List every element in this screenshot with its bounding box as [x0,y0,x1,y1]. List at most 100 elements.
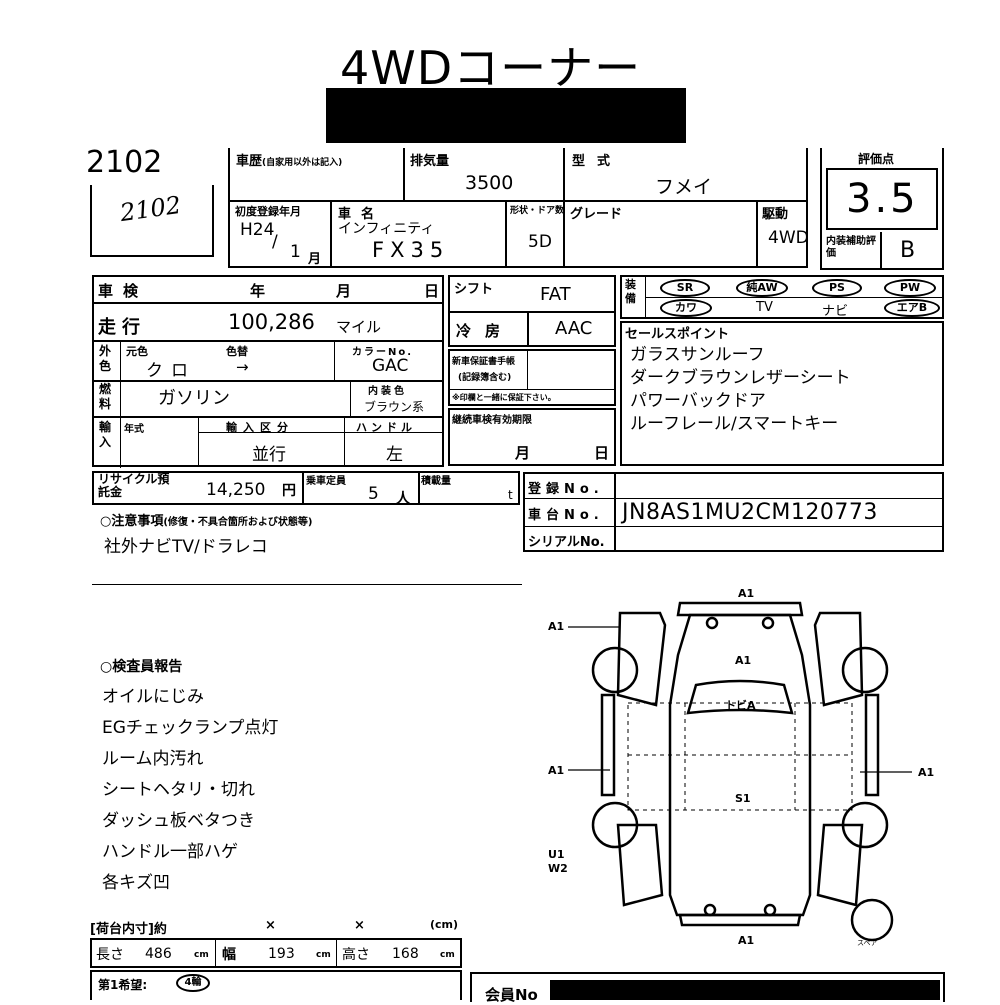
grade-label: グレード [570,207,623,222]
capacity-unit: 人 [396,491,410,507]
warranty-note: ※印欄と一緒に保証下さい。 [452,393,556,402]
capacity-value: 5 [368,484,379,504]
left-fender [616,611,667,707]
warranty-box [448,349,616,406]
inspector-item-1: オイルにじみ [102,687,204,707]
width-value: 193 [268,946,295,962]
left-block [92,275,444,467]
headlight-right [761,616,775,630]
member-label: 会員No [485,986,538,1004]
damage-roof: S1 [735,792,751,805]
sales-point-1: ガラスサンルーフ [630,345,765,365]
score-label: 評価点 [858,152,895,166]
header-frame [228,148,808,268]
wheel-rear-right [841,801,889,849]
damage-hood: A1 [735,654,752,667]
equip-navi: ナビ [822,304,849,319]
equipment-label: 装備 [625,278,636,305]
front-bumper [676,601,804,617]
recycle-value: 14,250 [206,480,266,500]
import-type-label: 輸入区分 [226,421,294,434]
first-choice-label: 第1希望: [98,978,148,992]
fuel-section: 燃料 [99,382,112,411]
roof-dash [627,702,853,811]
damage-rear-left-1: U1 [548,848,565,861]
damage-left-side: A1 [548,764,565,777]
drive-value: 4WD [768,228,809,248]
taillight-left [703,903,717,917]
score-box [820,148,944,270]
model-label: 型式 [572,154,623,169]
load-label: 積載量 [421,476,451,487]
right-fender [813,611,864,707]
fuel-value: ガソリン [158,388,230,409]
cargo-cm: (cm) [430,918,459,931]
ac-label: 冷房 [456,322,515,340]
expiry-box [448,408,616,466]
inspector-label: ○検査員報告 [100,659,183,675]
model-value: フメイ [655,176,713,198]
width-unit: cm [316,950,331,960]
first-reg-month-unit: 月 [308,252,322,267]
recycle-row [92,471,520,505]
color-no: GAC [372,356,409,376]
recycle-unit: 円 [282,483,296,499]
sales-point-4: ルーフレール/スマートキー [630,414,839,434]
import-section: 輸入 [99,420,112,449]
inspection-day: 日 [424,282,440,300]
expiry-label: 継続車検有効期限 [452,415,532,426]
equip-ps: PS [812,279,862,297]
height-unit: cm [440,950,455,960]
cargo-x2: × [354,918,365,933]
left-side-panel [600,693,616,797]
exterior-section: 外色 [99,344,112,373]
displacement-label: 排気量 [410,154,450,169]
car-body [668,613,812,917]
rear-bumper [678,913,802,927]
caution-label: ○注意事項(修復・不具合箇所および状態等) [100,514,313,529]
damage-right-side: A1 [918,766,935,779]
capacity-label: 乗車定員 [306,476,346,487]
redacted-seller [326,88,686,143]
inspector-item-2: EGチェックランプ点灯 [102,718,279,738]
headlight-left [705,616,719,630]
length-unit: cm [194,950,209,960]
damage-left-front: A1 [548,620,565,633]
length-label: 長さ [96,947,124,963]
chassis-label: 車台No. [528,508,604,523]
wheel-front-left [591,646,639,694]
spare-wheel [850,898,894,942]
inspection-month: 月 [336,282,352,300]
sales-point-3: パワーバックドア [630,391,766,411]
taillight-right [763,903,777,917]
inspector-item-7: 各キズ凹 [102,873,170,893]
first-reg-slash: / [272,232,278,252]
interior-label: 内装補助評価 [826,236,876,259]
load-unit: t [508,488,513,502]
inspection-label: 車検 [98,282,149,300]
cargo-x1: × [265,918,276,933]
warranty-sub: (記録簿含む) [458,373,512,383]
displacement-value: 3500 [465,172,514,194]
color-arrow: → [236,358,249,376]
damage-windshield: トビA [725,699,756,712]
member-box [470,972,945,1002]
page-title: 4WDコーナー [340,41,642,95]
right-side-panel [864,693,880,797]
wheel-front-right [841,646,889,694]
sales-point-2: ダークブラウンレザーシート [630,368,851,388]
first-choice-value: 4輪 [176,974,210,992]
orig-color-label: 元色 [126,345,148,358]
color-change-label: 色替 [226,345,248,358]
score-value: 3.5 [846,176,919,222]
ac-box [448,313,616,347]
import-year-label: 年式 [124,424,144,435]
color-no-label: カラーNo. [352,347,414,358]
shareki-label: 車歴(自家用以外は記入) [236,154,343,169]
doors-label: 形状・ドア数 [510,206,565,216]
brand-value: インフィニティ [338,221,435,237]
inspector-item-4: シートヘタリ・切れ [102,780,255,800]
sales-points-label: セールスポイント [625,327,730,342]
shift-value: FAT [540,284,571,305]
inspector-item-6: ハンドル一部ハゲ [102,842,238,862]
